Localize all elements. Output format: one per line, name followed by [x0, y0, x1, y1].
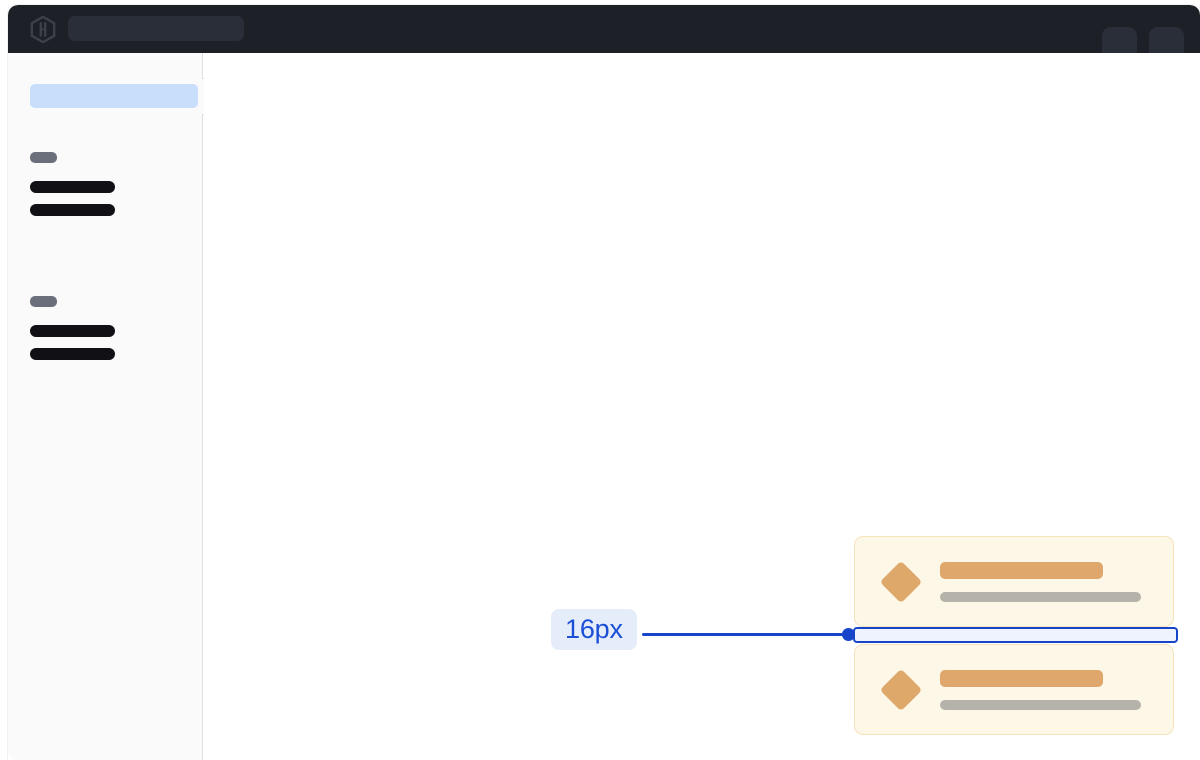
header-search-skeleton[interactable] — [68, 16, 244, 41]
card-title-skeleton — [940, 561, 1103, 579]
card-subtitle-skeleton — [940, 699, 1141, 710]
nav-item-skeleton-2[interactable] — [30, 204, 115, 216]
diamond-icon — [879, 560, 923, 603]
list-item[interactable] — [854, 536, 1174, 627]
header-chip-2[interactable] — [1149, 27, 1184, 53]
nav-item-skeleton-3[interactable] — [30, 325, 115, 337]
card-title-skeleton — [940, 669, 1103, 687]
card-subtitle-skeleton — [940, 591, 1141, 602]
app-header — [8, 5, 1200, 53]
sidebar — [8, 53, 203, 760]
header-actions — [1102, 5, 1184, 53]
nav-item-skeleton-4[interactable] — [30, 348, 115, 360]
list-item[interactable] — [854, 644, 1174, 735]
card-text-skeletons — [940, 561, 1141, 602]
app-window: 16px — [8, 5, 1200, 760]
diamond-icon — [879, 668, 923, 711]
card-text-skeletons — [940, 669, 1141, 710]
measurement-value-label: 16px — [551, 609, 637, 650]
app-body: 16px — [8, 53, 1200, 760]
hashicorp-hexagon-logo-icon[interactable] — [30, 15, 56, 44]
card-stack — [854, 536, 1174, 735]
nav-group-label-skeleton — [30, 296, 57, 307]
sidebar-search-skeleton[interactable] — [30, 84, 198, 108]
nav-group-2 — [30, 296, 115, 360]
measure-leader-line — [642, 633, 846, 636]
gap-highlight-box — [853, 627, 1178, 643]
header-chip-1[interactable] — [1102, 27, 1137, 53]
sidebar-notch-seam — [201, 79, 203, 114]
nav-item-skeleton-1[interactable] — [30, 181, 115, 193]
nav-group-1 — [30, 152, 115, 216]
measure-endpoint-dot — [842, 628, 855, 641]
nav-group-label-skeleton — [30, 152, 57, 163]
